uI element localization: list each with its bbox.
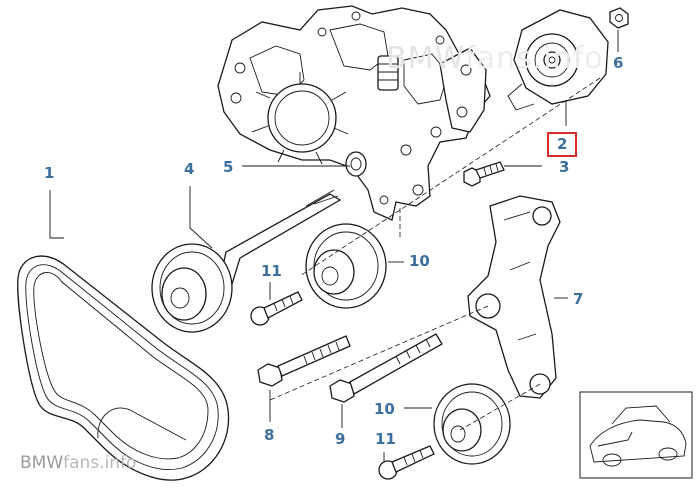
callout-2[interactable]: 2	[547, 132, 578, 157]
callout-7[interactable]: 7	[573, 290, 584, 308]
spacer-part-5	[345, 151, 367, 177]
callout-4[interactable]: 4	[184, 160, 195, 178]
nut-part	[609, 7, 629, 29]
watermark-top-brand: BMW	[386, 41, 466, 76]
callout-5[interactable]: 5	[223, 158, 234, 176]
pulley-lower-part-10	[433, 383, 511, 465]
bolt-part-11-lower	[378, 445, 435, 480]
watermark-bottom: BMWfans.info	[20, 455, 136, 472]
idler-arm-part-4	[151, 189, 342, 333]
engine-housing	[217, 5, 491, 221]
watermark-bottom-brand: BMW	[20, 453, 64, 473]
callout-1[interactable]: 1	[44, 164, 55, 182]
car-thumbnail-icon	[579, 391, 693, 479]
watermark-top: BMWfans.info	[386, 44, 604, 74]
watermark-bottom-suffix: fans.info	[63, 453, 137, 473]
tensioner-assembly	[507, 9, 609, 111]
callout-3[interactable]: 3	[559, 158, 570, 176]
ribbed-belt-part-1	[17, 255, 230, 481]
bracket-part-7	[467, 195, 561, 399]
callout-10-lower[interactable]: 10	[374, 400, 395, 418]
bolt-part-11-upper	[250, 291, 303, 326]
callout-11-upper[interactable]: 11	[261, 262, 282, 280]
callout-9[interactable]: 9	[335, 430, 346, 448]
alignment-lines	[269, 77, 601, 431]
leader-lines	[49, 30, 619, 462]
pulley-upper-part-10	[305, 223, 387, 309]
callout-8[interactable]: 8	[264, 426, 275, 444]
bolt-part-3	[463, 161, 505, 187]
watermark-top-suffix: fans.info	[465, 41, 604, 76]
callout-6[interactable]: 6	[613, 54, 624, 72]
callout-10-upper[interactable]: 10	[409, 252, 430, 270]
long-bolt-part-8	[257, 335, 351, 387]
callout-11-lower[interactable]: 11	[375, 430, 396, 448]
long-bolt-part-9	[329, 333, 443, 403]
